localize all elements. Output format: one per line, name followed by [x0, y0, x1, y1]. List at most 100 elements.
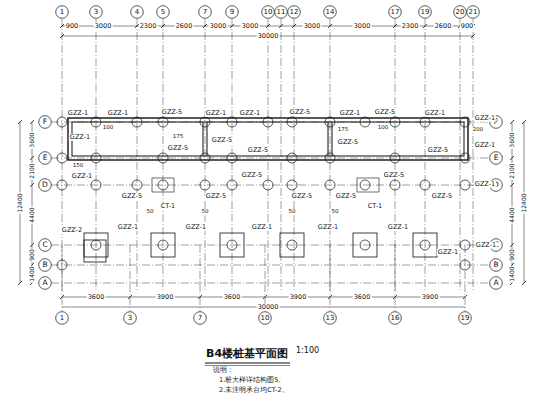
- pile-label: GZZ-1: [475, 242, 497, 249]
- small-dimension: 100: [377, 125, 390, 131]
- axis-line: [51, 185, 490, 186]
- pile-label: GZZ-1: [437, 249, 459, 256]
- pile-circle: [227, 153, 237, 163]
- dimension: 4400: [509, 206, 515, 223]
- pile-circle: [325, 153, 335, 163]
- dimension: 3900: [421, 294, 440, 301]
- axis-bubble: [275, 6, 288, 19]
- pile-circle: [325, 117, 335, 127]
- dimension: 1400: [509, 265, 515, 282]
- axis-line: [96, 19, 97, 290]
- axis-letter: B: [492, 261, 499, 269]
- dimension-tick: [30, 120, 34, 124]
- pile-label: GZZ-1: [474, 142, 496, 149]
- pile-circle: [57, 180, 67, 190]
- axis-number: 4: [134, 9, 140, 16]
- axis-bubble: [90, 6, 103, 19]
- axis-number: 7: [197, 315, 203, 322]
- dimension-tick: [522, 120, 526, 124]
- dimension: 1400: [29, 265, 35, 282]
- small-dimension: 200: [472, 127, 485, 133]
- dimension-tick: [292, 24, 296, 28]
- dimension-tick: [60, 34, 64, 38]
- pile-label: GZZ-5: [289, 109, 311, 116]
- wall-line: [207, 122, 208, 156]
- dimension-tick: [522, 281, 526, 285]
- axis-bubble: [324, 312, 337, 325]
- dimension-tick: [198, 295, 202, 299]
- pile-label: GZZ-1: [185, 224, 207, 231]
- pile-label: GZZ-5: [161, 109, 183, 116]
- pile-circle: [91, 180, 101, 190]
- pile-label: GZZ-1: [117, 224, 139, 231]
- axis-line: [163, 19, 164, 290]
- pile-circle: [360, 180, 370, 190]
- dimension: 900: [509, 248, 515, 261]
- axis-number: 5: [160, 9, 166, 16]
- axis-number: 16: [390, 315, 401, 322]
- pile-label: GZZ-1: [251, 224, 273, 231]
- pile-circle: [91, 153, 101, 163]
- axis-line: [51, 158, 490, 159]
- pile-cap: [413, 233, 437, 257]
- dimension: 2600: [434, 23, 453, 30]
- small-dimension: 50: [146, 209, 155, 215]
- dimension-tick: [30, 156, 34, 160]
- small-dimension: 50: [288, 209, 297, 215]
- axis-number: 3: [93, 9, 99, 16]
- pile-circle: [57, 260, 67, 270]
- dimension: 3600: [87, 294, 106, 301]
- pile-label: GZZ-1: [205, 110, 227, 117]
- drawing-title: B4楼桩基平面图: [205, 348, 289, 359]
- axis-number: 14: [325, 9, 336, 16]
- pile-circle: [158, 240, 168, 250]
- axis-bubble: [459, 312, 472, 325]
- axis-letter: C: [41, 241, 48, 249]
- axis-line: [330, 245, 331, 311]
- pile-circle: [420, 240, 430, 250]
- axis-number: 1: [59, 9, 65, 16]
- pile-circle: [360, 240, 370, 250]
- pile-circle: [287, 153, 297, 163]
- axis-number: 3: [127, 315, 133, 322]
- pile-circle: [390, 117, 400, 127]
- axis-bubble: [490, 152, 503, 165]
- pile-circle: [263, 117, 273, 127]
- pile-circle: [390, 153, 400, 163]
- pile-circle: [360, 117, 370, 127]
- axis-number: 10: [260, 315, 271, 322]
- dimension: 12400: [17, 192, 23, 213]
- axis-line: [465, 245, 466, 311]
- pile-circle: [390, 180, 400, 190]
- dimension-tick: [471, 34, 475, 38]
- axis-bubble: [454, 6, 467, 19]
- pile-label: GZZ-5: [335, 193, 357, 200]
- dimension: 30000: [257, 304, 280, 311]
- axis-number: 12: [289, 9, 300, 16]
- wall-outline: [68, 118, 468, 160]
- axis-line: [425, 19, 426, 290]
- dimension-tick: [423, 24, 427, 28]
- dimension: 3000: [209, 23, 228, 30]
- axis-line: [51, 265, 490, 266]
- pile-cap: [353, 233, 377, 257]
- pile-label: GZZ-1: [387, 224, 409, 231]
- dimension-tick: [263, 295, 267, 299]
- wall-line: [203, 122, 204, 156]
- axis-line: [62, 245, 63, 311]
- axis-bubble: [124, 312, 137, 325]
- small-dimension: 150: [72, 163, 85, 169]
- dimension: 900: [29, 248, 35, 261]
- pile-cap: [357, 178, 379, 192]
- axis-line: [130, 245, 131, 311]
- pile-label: GZZ-5: [205, 193, 227, 200]
- pile-circle: [287, 117, 297, 127]
- axis-bubble: [39, 259, 52, 272]
- axis-line: [51, 283, 490, 284]
- axis-number: 13: [325, 315, 336, 322]
- axis-line: [265, 245, 266, 311]
- dimension: 2600: [175, 23, 194, 30]
- pile-circle: [287, 180, 297, 190]
- axis-number: 11: [276, 9, 287, 16]
- small-dimension: 50: [331, 209, 340, 215]
